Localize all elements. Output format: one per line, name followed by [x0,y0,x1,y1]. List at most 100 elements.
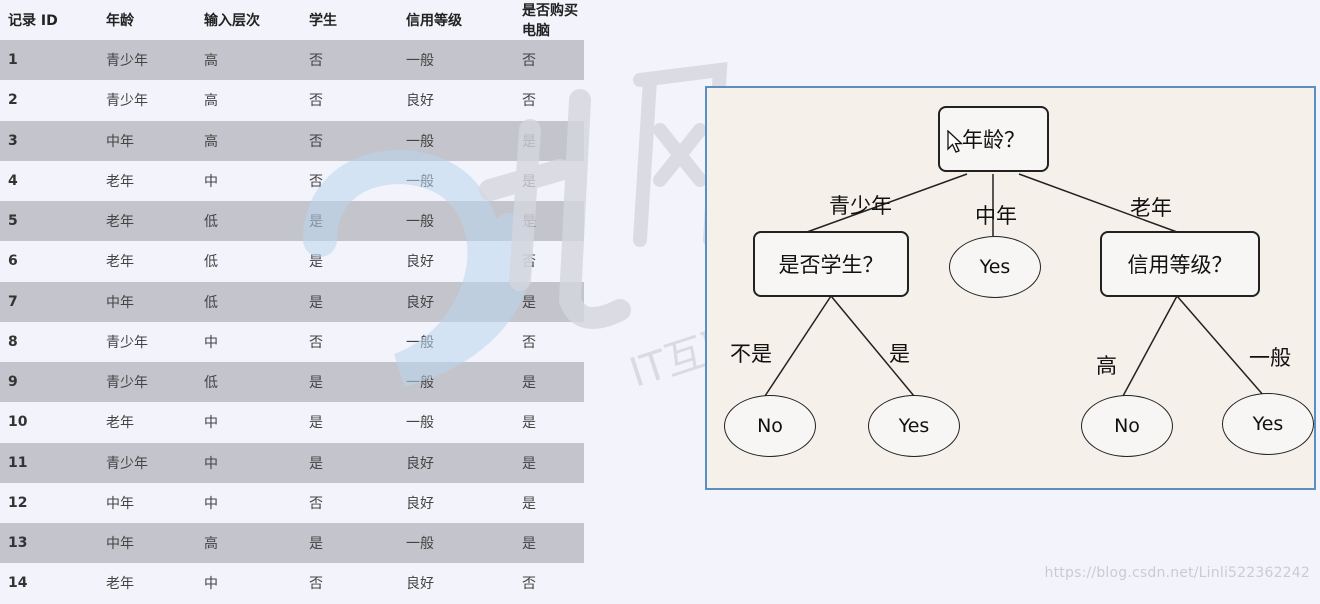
table-cell: 一般 [398,362,514,403]
table-cell: 是 [514,160,584,201]
table-cell: 良好 [398,241,514,282]
table-cell: 高 [196,40,301,81]
root-node-age: 年龄？ [938,106,1049,172]
mouse-cursor-icon [947,130,964,153]
table-cell: 中年 [98,523,196,564]
edge-root-student [806,173,968,233]
table-cell: 青少年 [98,362,196,403]
tree-edges [764,173,1265,397]
column-header: 是否购买电脑 [514,0,584,40]
leaf-student-yes: Yes [868,395,960,457]
table-cell: 是 [514,482,584,523]
edge-student-yes [830,295,915,397]
table-cell: 低 [196,362,301,403]
decision-tree-panel: 年龄？ 是否学生？ Yes 信用等级？ No Yes No Yes 青少年 中年… [705,86,1316,490]
table-cell: 中年 [98,120,196,161]
table-cell: 是 [301,201,398,242]
table-cell: 否 [301,321,398,362]
table-cell: 良好 [398,281,514,322]
edge-label-middle: 中年 [975,204,1017,228]
table-cell: 11 [0,442,98,483]
edge-label-is-student: 是 [889,342,910,366]
table-cell: 否 [514,80,584,121]
edge-label-not-student: 不是 [730,342,772,366]
table-cell: 否 [514,40,584,81]
table-cell: 是 [514,201,584,242]
table-cell: 12 [0,482,98,523]
table-cell: 1 [0,40,98,81]
table-cell: 良好 [398,563,514,604]
table-cell: 低 [196,281,301,322]
table-cell: 中年 [98,281,196,322]
table-cell: 中 [196,402,301,443]
table-cell: 低 [196,241,301,282]
leaf-student-no: No [724,395,816,457]
table-cell: 是 [301,402,398,443]
table-cell: 一般 [398,201,514,242]
table-cell: 老年 [98,241,196,282]
edge-credit-no [1122,295,1178,397]
table-cell: 高 [196,120,301,161]
table-cell: 一般 [398,321,514,362]
leaf-student-no-label: No [757,415,783,437]
table-cell: 青少年 [98,442,196,483]
table-cell: 否 [301,80,398,121]
leaf-credit-yes-label: Yes [1252,413,1284,435]
table-cell: 否 [514,563,584,604]
table-cell: 否 [514,241,584,282]
table-cell: 一般 [398,120,514,161]
table-cell: 青少年 [98,321,196,362]
student-node-label: 是否学生？ [778,253,884,277]
table-cell: 3 [0,120,98,161]
url-watermark: https://blog.csdn.net/Linli522362242 [1044,565,1310,581]
edge-student-no [764,295,832,397]
table-cell: 中 [196,442,301,483]
table-cell: 是 [301,523,398,564]
table-cell: 否 [514,321,584,362]
table-cell: 青少年 [98,40,196,81]
table-cell: 老年 [98,160,196,201]
table-cell: 否 [301,40,398,81]
column-header: 学生 [301,0,398,40]
credit-node: 信用等级？ [1100,231,1260,297]
table-cell: 老年 [98,201,196,242]
root-node-label: 年龄？ [962,128,1025,152]
leaf-student-yes-label: Yes [898,415,930,437]
table-cell: 否 [301,160,398,201]
column-header: 信用等级 [398,0,514,40]
table-cell: 5 [0,201,98,242]
edge-label-old: 老年 [1130,196,1172,220]
table-cell: 高 [196,523,301,564]
edge-credit-yes [1176,295,1265,397]
table-cell: 10 [0,402,98,443]
table-cell: 6 [0,241,98,282]
table-cell: 中 [196,321,301,362]
student-node: 是否学生？ [753,231,909,297]
table-cell: 中年 [98,482,196,523]
table-cell: 良好 [398,442,514,483]
table-cell: 是 [301,362,398,403]
table-cell: 是 [514,362,584,403]
edge-label-youth: 青少年 [829,194,892,218]
table-cell: 中 [196,482,301,523]
table-cell: 是 [514,402,584,443]
table-cell: 是 [514,523,584,564]
table-cell: 中 [196,563,301,604]
credit-node-label: 信用等级？ [1127,253,1233,277]
table-cell: 一般 [398,402,514,443]
column-header: 年龄 [98,0,196,40]
table-cell: 良好 [398,482,514,523]
table-cell: 是 [301,442,398,483]
table-cell: 是 [514,281,584,322]
table-cell: 青少年 [98,80,196,121]
table-cell: 一般 [398,523,514,564]
